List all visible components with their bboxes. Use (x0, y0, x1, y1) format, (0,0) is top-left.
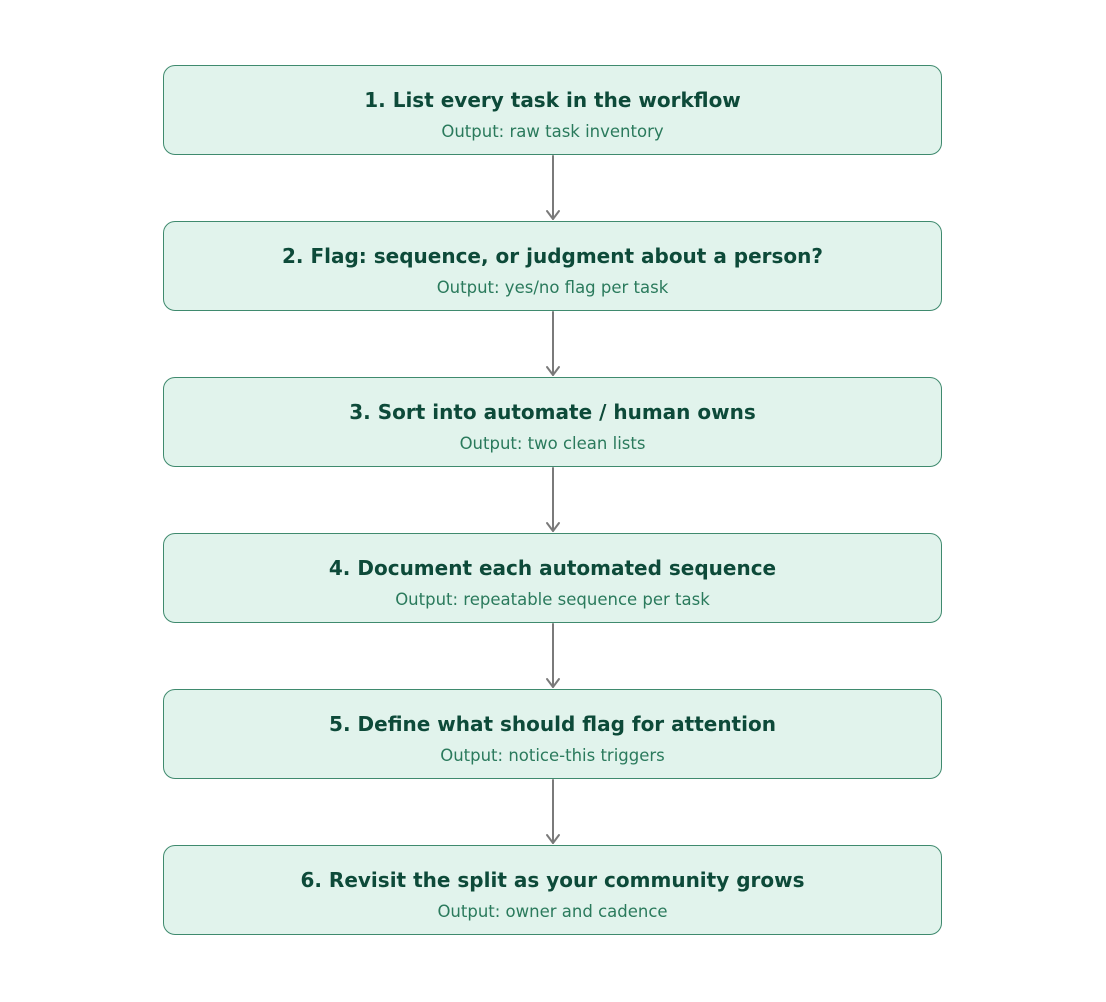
step-output: Output: notice-this triggers (440, 746, 665, 765)
step-title: 5. Define what should flag for attention (329, 712, 776, 736)
step-box-6: 6. Revisit the split as your community g… (163, 845, 942, 935)
step-box-1: 1. List every task in the workflow Outpu… (163, 65, 942, 155)
arrow-4-to-5 (546, 623, 560, 688)
step-box-2: 2. Flag: sequence, or judgment about a p… (163, 221, 942, 311)
step-title: 1. List every task in the workflow (364, 88, 741, 112)
step-output: Output: raw task inventory (441, 122, 664, 141)
step-output: Output: owner and cadence (437, 902, 668, 921)
arrow-2-to-3 (546, 311, 560, 376)
step-box-5: 5. Define what should flag for attention… (163, 689, 942, 779)
arrow-1-to-2 (546, 155, 560, 220)
arrow-5-to-6 (546, 779, 560, 844)
step-title: 3. Sort into automate / human owns (349, 400, 756, 424)
step-title: 6. Revisit the split as your community g… (300, 868, 805, 892)
step-box-3: 3. Sort into automate / human owns Outpu… (163, 377, 942, 467)
step-title: 4. Document each automated sequence (328, 556, 777, 580)
step-title: 2. Flag: sequence, or judgment about a p… (281, 244, 824, 268)
arrow-3-to-4 (546, 467, 560, 532)
step-output: Output: two clean lists (459, 434, 646, 453)
step-output: Output: yes/no flag per task (436, 278, 669, 297)
step-box-4: 4. Document each automated sequence Outp… (163, 533, 942, 623)
step-output: Output: repeatable sequence per task (395, 590, 710, 609)
